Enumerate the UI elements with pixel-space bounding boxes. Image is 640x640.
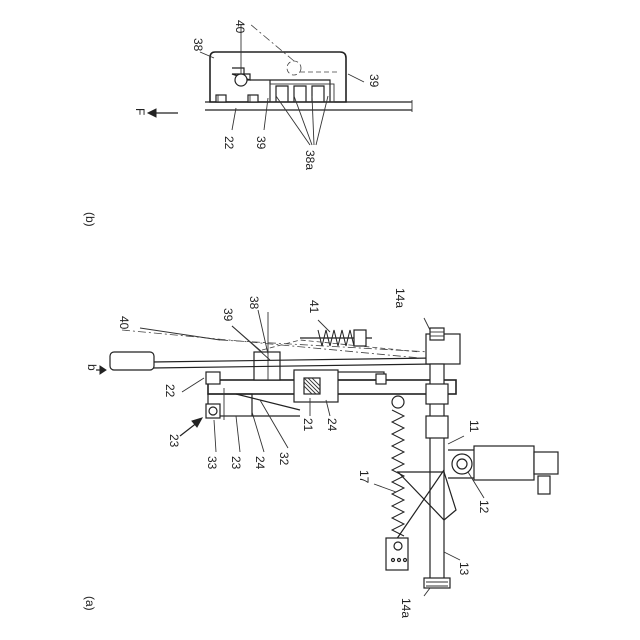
guide-slot [232,68,330,102]
small-bolt [376,374,386,384]
leader-14a-top [424,318,430,330]
spring-17-top-hook [392,396,404,408]
nut-14a-bottom [424,578,450,588]
lever-rod-upper [152,358,434,362]
label-38: 38 [191,38,205,52]
shaft-coupling-upper [426,384,448,404]
pivot-12-inner [457,459,467,469]
spring-17 [392,410,404,536]
leader-24 [252,412,264,452]
caption-b: (b) [83,212,97,227]
lever-knob [110,352,154,370]
label-22: 22 [163,384,177,398]
leader-17 [374,484,396,492]
leader-38a-4 [316,96,328,145]
bolt-22 [206,372,220,384]
leader-38 [258,310,268,354]
label-39-bottom: 39 [254,136,268,150]
leader-40 [140,328,220,340]
direction-arrow-head [148,109,156,117]
label-38a: 38a [303,150,317,170]
label-11: 11 [467,420,481,433]
label-41: 41 [307,300,321,314]
leader-39-b [232,326,270,360]
label-23: 23 [229,456,243,470]
label-14a-top: 14a [393,288,407,308]
leader-38a-3 [312,96,314,145]
label-39-right: 39 [367,74,381,88]
leader-13 [444,552,460,560]
nut-14a-top [430,328,444,340]
label-33: 33 [205,456,219,470]
bolt-right [248,95,258,102]
label-24: 24 [253,456,267,470]
leader-22 [182,378,204,392]
lever-alt-position-circle [287,61,301,75]
label-12: 12 [477,500,491,514]
label-14a-bottom: 14a [399,598,413,618]
label-38: 38 [247,296,261,310]
label-40: 40 [117,316,131,330]
leader-14a-bottom [424,588,430,596]
label-40: 40 [233,20,247,34]
lever-rod-lower [152,364,434,368]
label-13: 13 [457,562,471,576]
leader-33 [214,420,216,452]
actuator-bolt [538,476,550,494]
diagonal-brace [398,472,456,520]
caption-a: (a) [83,596,97,611]
label-32: 32 [277,452,291,466]
figure-b: 40 38 39 22 39 38a F (b) [83,20,412,227]
arrow-b-head [100,366,106,374]
figure-a: 40 39 38 41 14a b 22 21 24 23 33 23 24 3… [83,288,558,618]
label-b: b [85,364,99,371]
leader-11 [448,436,464,444]
spring-nut [354,330,366,346]
label-direction-f: F [133,108,147,115]
leader-22 [232,108,236,130]
label-22: 22 [222,136,236,150]
label-24-mid: 24 [325,418,339,432]
leader-23 [236,416,240,452]
label-17: 17 [357,470,371,484]
actuator-11 [474,446,534,480]
label-21: 21 [301,418,315,432]
bolt-left [216,95,226,102]
label-39: 39 [221,308,235,322]
lever-guide-plate-38 [210,52,346,102]
leader-41 [318,320,330,332]
leader-38a-2 [294,96,312,145]
actuator-end-cap [534,452,558,474]
leader-32 [260,400,288,448]
lever-position-circle [235,74,247,86]
label-23-arrow: 23 [167,434,181,448]
shaft-coupling-lower [426,416,448,438]
leader-38a-1 [276,96,310,145]
leader-40-dashed [250,24,294,61]
bracket-link-line [236,394,300,410]
leader-39-right [348,74,364,82]
